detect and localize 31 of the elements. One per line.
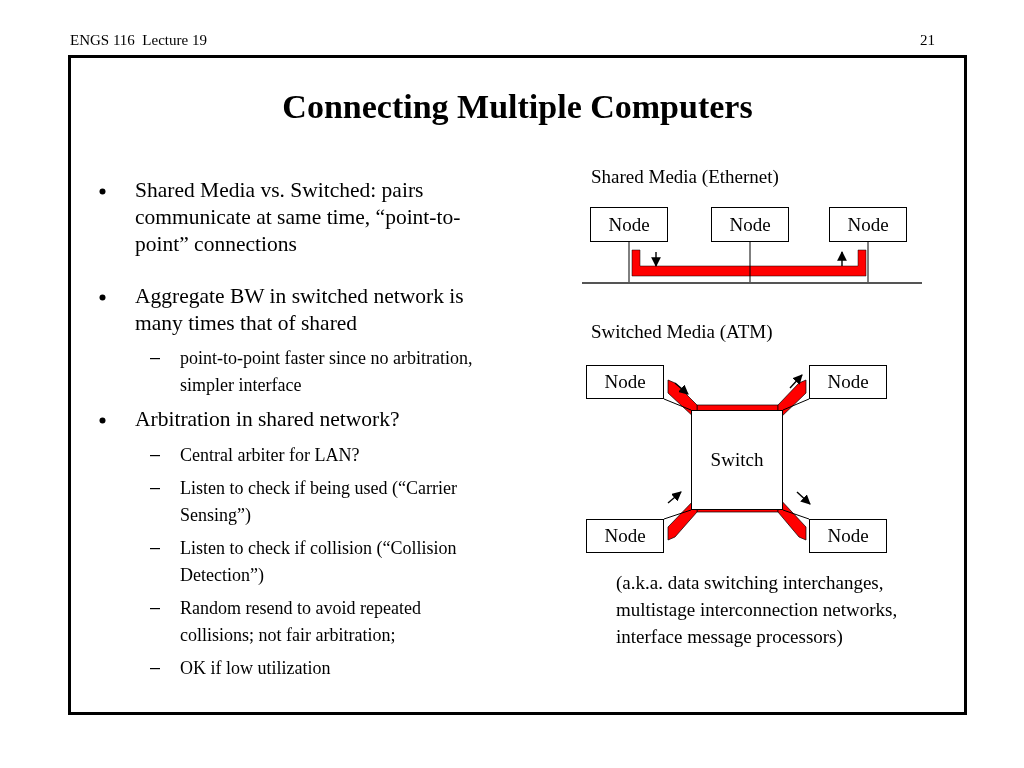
bullet-text: Shared Media vs. Switched: pairs communicate at same time, “point-to-point” connections (135, 177, 462, 258)
diagram-heading: Switched Media (ATM) (591, 321, 773, 343)
node-box: Node (809, 365, 887, 399)
connector-line (663, 509, 692, 520)
sub-bullet-text: point-to-point faster since no arbitration, simpler interface (180, 347, 474, 397)
sub-bullet-text: Listen to check if being used (“Carrier Sensing”) (180, 477, 458, 527)
sub-bullet-text: OK if low utilization (180, 657, 332, 680)
bullet-text: Aggregate BW in switched network is many times that of shared (135, 283, 465, 337)
connector-line (663, 398, 692, 411)
caption-text: (a.k.a. data switching interchanges, multistage interconnection networks, interface message processors) (616, 571, 899, 649)
bullet-text: Arbitration in shared network? (135, 406, 401, 433)
connector-line (628, 241, 630, 283)
diagram-heading: Shared Media (Ethernet) (591, 166, 779, 188)
node-box: Node (590, 207, 668, 242)
node-box: Node (586, 365, 664, 399)
node-box: Node (586, 519, 664, 553)
header-text: ENGS 116 Lecture 19 (70, 32, 207, 49)
connector-line (782, 509, 810, 520)
connector-line (782, 398, 810, 411)
sub-bullet-text: Listen to check if collision (“Collision Detection”) (180, 537, 458, 587)
slide-title: Connecting Multiple Computers (281, 88, 754, 126)
sub-bullet-text: Central arbiter for LAN? (180, 444, 361, 467)
connector-line (867, 241, 869, 283)
node-box: Node (829, 207, 907, 242)
bus-line (582, 282, 922, 284)
connector-line (749, 241, 751, 283)
node-box: Node (711, 207, 789, 242)
sub-bullet-text: Random resend to avoid repeated collisions; not fair arbitration; (180, 597, 422, 647)
node-box: Node (809, 519, 887, 553)
page-number: 21 (920, 32, 935, 49)
switch-box: Switch (691, 410, 783, 510)
